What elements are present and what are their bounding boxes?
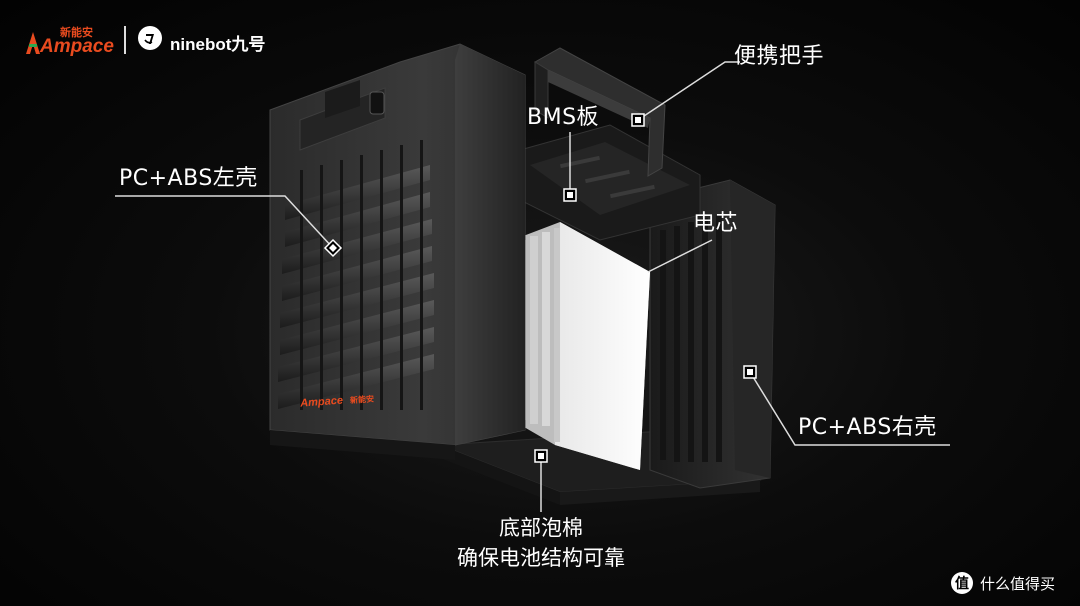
brand-divider <box>124 26 126 54</box>
label-cells: 电芯 <box>693 211 739 236</box>
svg-text:值: 值 <box>955 575 969 592</box>
watermark: 值 什么值得买 <box>950 571 1055 599</box>
right-shell-leader-line <box>749 371 950 446</box>
left-shell-fins <box>278 165 434 409</box>
pack-logo-en: Ampace <box>299 394 344 410</box>
left-shell <box>269 43 526 460</box>
label-right-shell: PC+ABS右壳 <box>798 415 937 440</box>
right-shell <box>649 179 776 489</box>
callout-markers <box>323 113 757 463</box>
ninebot-icon <box>138 26 162 50</box>
left-shell-leader-line <box>115 195 334 249</box>
battery-cells-block <box>512 222 650 470</box>
watermark-text: 什么值得买 <box>980 575 1056 593</box>
ampace-a-icon <box>26 32 40 54</box>
label-foam: 底部泡棉 确保电池结构可靠 <box>421 513 661 573</box>
portable-handle-frame <box>534 47 666 177</box>
pack-logo-cn: 新能安 <box>349 394 375 406</box>
label-foam-line2: 确保电池结构可靠 <box>457 546 625 570</box>
right-shell-ribs <box>660 214 722 462</box>
left-shell-vertical-fins <box>300 140 423 410</box>
ninebot-logo: ninebot九号 <box>136 24 265 56</box>
value-icon: 值 <box>951 572 973 594</box>
label-left-shell: PC+ABS左壳 <box>119 166 258 191</box>
leader-lines <box>115 61 950 512</box>
ampace-cn-name: 新能安 <box>60 26 93 39</box>
label-foam-line1: 底部泡棉 <box>499 516 583 540</box>
ampace-en-name: Ampace <box>40 36 114 57</box>
partner-name: ninebot九号 <box>170 35 266 54</box>
cells-leader-line <box>647 239 713 273</box>
handle-leader-line <box>637 61 740 121</box>
label-handle: 便携把手 <box>734 44 825 69</box>
label-bms: BMS板 <box>527 105 600 130</box>
